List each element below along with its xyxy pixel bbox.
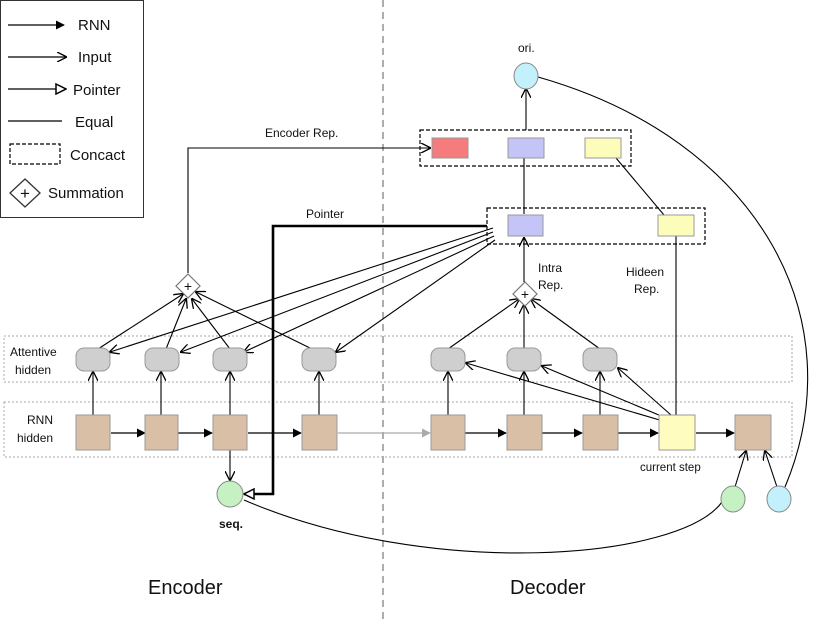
input-edge	[542, 366, 667, 419]
rnn-row-label-2: hidden	[17, 431, 53, 445]
hideen-rep-label-2: Rep.	[634, 282, 659, 296]
attentive-node	[212, 347, 248, 372]
rnn-hidden-band	[3, 401, 793, 458]
decoder-rnn-node	[430, 414, 466, 451]
decoder-rnn-nodes	[430, 414, 772, 451]
legend-summation-plus: +	[20, 184, 30, 203]
input-edge	[531, 299, 601, 350]
encoder-rep-node	[431, 137, 469, 159]
attentive-node	[582, 347, 618, 372]
decoder-summation-plus: +	[521, 286, 529, 302]
ori-equal-curve	[537, 76, 809, 488]
legend-equal-label: Equal	[75, 114, 113, 131]
legend-input-label: Input	[78, 49, 112, 66]
encoder-rnn-node	[212, 414, 248, 451]
input-edge	[447, 299, 519, 350]
input-edge	[336, 239, 496, 352]
decoder-rnn-node	[506, 414, 543, 451]
input-edge	[734, 451, 746, 488]
hideen-rep-label-1: Hideen	[626, 265, 664, 279]
seq-equal-curve	[243, 499, 723, 554]
input-edge	[196, 292, 313, 350]
attentive-row-label-2: hidden	[15, 363, 51, 377]
decoder-rnn-node	[582, 414, 619, 451]
pointer-label: Pointer	[306, 207, 344, 221]
legend: RNN Input Pointer Equal Concact + Summat…	[0, 0, 144, 218]
seq-node	[216, 480, 244, 508]
encoder-rep-label: Encoder Rep.	[265, 126, 338, 140]
ori-label: ori.	[518, 41, 535, 55]
decoder-summation-node	[512, 281, 538, 307]
legend-concact-box	[9, 143, 61, 165]
current-step-label: current step	[640, 462, 701, 474]
ori-node	[513, 62, 539, 90]
encoder-rnn-node	[144, 414, 179, 451]
encoder-rnn-node	[75, 414, 111, 451]
legend-rnn-label: RNN	[78, 17, 111, 34]
decoder-seq-input-node	[720, 485, 746, 513]
encoder-rnn-node	[301, 414, 338, 451]
input-edge	[765, 451, 778, 488]
input-edge	[110, 227, 494, 352]
hidden-rep-top-node	[584, 137, 622, 159]
attentive-node	[301, 347, 337, 372]
encoder-summation-plus: +	[184, 278, 192, 294]
input-edge	[187, 148, 430, 273]
attentive-node	[144, 347, 180, 372]
attentive-node	[506, 347, 542, 372]
legend-concact-label: Concact	[70, 147, 126, 164]
decoder-section-title: Decoder	[510, 577, 586, 599]
rnn-row-label-1: RNN	[27, 413, 53, 427]
input-edge	[165, 299, 186, 350]
encoder-rnn-nodes	[75, 414, 338, 451]
input-edge	[466, 363, 664, 422]
attentive-hidden-band	[3, 335, 793, 383]
intra-rep-label-1: Intra	[538, 261, 562, 275]
legend-summation-icon	[9, 178, 41, 208]
encoder-summation-node	[175, 273, 201, 299]
input-edge	[618, 368, 672, 416]
input-edge	[97, 294, 183, 350]
attentive-row-label-1: Attentive	[10, 345, 57, 359]
seq-label: seq.	[219, 517, 243, 531]
legend-pointer-label: Pointer	[73, 82, 121, 99]
pointer-edge	[244, 224, 487, 494]
attentive-nodes	[75, 347, 618, 372]
hidden-rep-node	[657, 214, 695, 237]
attentive-node	[430, 347, 466, 372]
input-edge	[181, 231, 494, 352]
decoder-rnn-node	[734, 414, 772, 451]
equal-edge	[615, 157, 665, 216]
intra-rep-top-node	[507, 137, 545, 159]
input-edge	[244, 235, 495, 352]
current-step-node	[658, 414, 696, 451]
connections	[93, 76, 809, 554]
decoder-ori-input-node	[766, 485, 792, 513]
attentive-node	[75, 347, 111, 372]
encoder-section-title: Encoder	[148, 577, 223, 599]
legend-summation-label: Summation	[48, 185, 124, 202]
intra-rep-node	[507, 214, 544, 237]
input-edge	[192, 299, 231, 350]
intra-rep-label-2: Rep.	[538, 278, 563, 292]
